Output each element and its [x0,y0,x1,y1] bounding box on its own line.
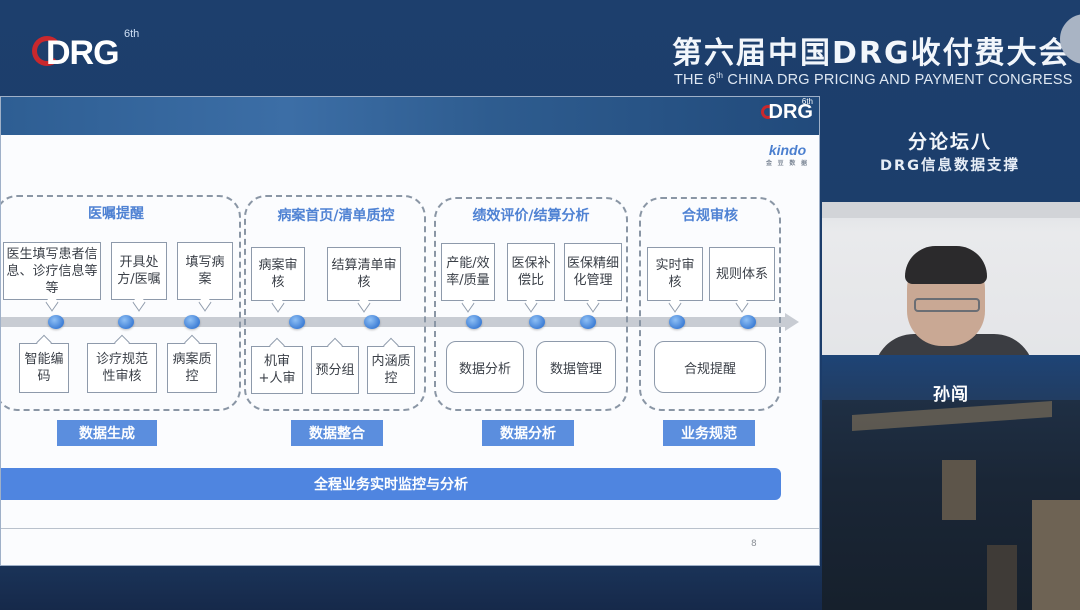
timeline-bar [1,317,785,327]
group-compliance-review [639,197,781,411]
corner-button[interactable] [1060,14,1080,64]
footer-divider [1,528,819,529]
logo-edition: 6th [124,28,140,40]
group-title: 病案首页/清单质控 [277,208,395,224]
group-title: 绩效评价/结算分析 [472,208,590,224]
speaker-name-bar [822,355,1080,405]
stage-tag: 数据整合 [291,420,383,446]
wall-segment [852,401,1052,431]
bottom-bubble: 预分组 [311,346,359,394]
bottom-strip [0,566,822,610]
monitoring-banner: 全程业务实时监控与分析 [1,468,781,500]
timeline-node [184,315,200,329]
group-title: 医嘱提醒 [88,206,144,222]
top-bubble: 规则体系 [709,247,775,301]
group-performance-analysis [434,197,628,411]
drg-conference-logo: DRG 6th [30,28,139,75]
group-order-reminder [1,195,241,411]
glasses-icon [914,298,980,312]
subtitle-part: CHINA DRG PRICING AND PAYMENT CONGRESS [723,71,1073,88]
top-bubble: 病案审核 [251,247,305,301]
top-bubble: 填写病案 [177,242,233,300]
function-box: 数据分析 [446,341,524,393]
timeline-arrow-icon [785,313,799,331]
speaker-hair [905,246,987,284]
logo-text: DRG [46,34,120,72]
timeline-node [466,315,482,329]
brand-name: kindo [768,142,807,158]
top-bubble: 实时审核 [647,247,703,301]
group-record-quality [244,195,426,411]
stage-tag: 数据生成 [57,420,157,446]
function-box: 数据管理 [536,341,616,393]
speaker-video [822,202,1080,355]
group-title: 合规审核 [682,208,738,224]
timeline-node [669,315,685,329]
bottom-bubble: 机审+人审 [251,346,303,394]
timeline-node [580,315,596,329]
ceiling [822,202,1080,218]
bottom-bubble: 内涵质控 [367,346,415,394]
speaker-name: 孙闯 [933,385,969,405]
slide-header-band: DRG 6th [1,97,819,135]
bottom-bubble: 智能编码 [19,343,69,393]
bottom-bubble: 病案质控 [167,343,217,393]
watchtower [942,460,976,520]
kindo-brand-logo: kindo 金 豆 数 据 [766,143,809,171]
stage-tag: 业务规范 [663,420,755,446]
top-bubble: 医保补偿比 [507,243,555,301]
top-bubble: 医生填写患者信息、诊疗信息等等 [3,242,101,300]
top-bubble: 结算清单审核 [327,247,401,301]
forum-subtitle: DRG信息数据支撑 [879,158,1021,174]
timeline-node [289,315,305,329]
function-box: 合规提醒 [654,341,766,393]
subtitle-part: THE 6 [674,71,717,88]
logo-ring-icon [760,105,775,119]
logo-ring-icon [32,36,62,66]
timeline-node [740,315,756,329]
presentation-slide: DRG 6th kindo 金 豆 数 据 医嘱提醒 医生填写患者信息、诊疗信息… [0,96,820,566]
bottom-bubble: 诊疗规范性审核 [87,343,157,393]
slide-drg-logo: DRG 6th [760,97,813,124]
forum-title: 分论坛八 [907,131,992,153]
stage-tag: 数据分析 [482,420,574,446]
great-wall-image [822,400,1080,610]
top-bubble: 产能/效率/质量 [441,243,495,301]
slide-page-number: 8 [751,539,757,549]
top-bubble: 医保精细化管理 [564,243,622,301]
brand-subtitle: 金 豆 数 据 [765,161,809,167]
timeline-node [118,315,134,329]
subtitle-sup: th [716,71,724,80]
conference-title: 第六届中国DRG收付费大会 [672,36,1071,71]
timeline-node [364,315,380,329]
slide-logo-text: DRG [768,101,813,123]
slide-logo-edition: 6th [801,97,813,106]
stairway [987,545,1017,610]
timeline-node [48,315,64,329]
watchtower [1032,500,1080,610]
top-bubble: 开具处方/医嘱 [111,242,167,300]
timeline-node [529,315,545,329]
conference-subtitle: THE 6th CHINA DRG PRICING AND PAYMENT CO… [674,71,1073,88]
